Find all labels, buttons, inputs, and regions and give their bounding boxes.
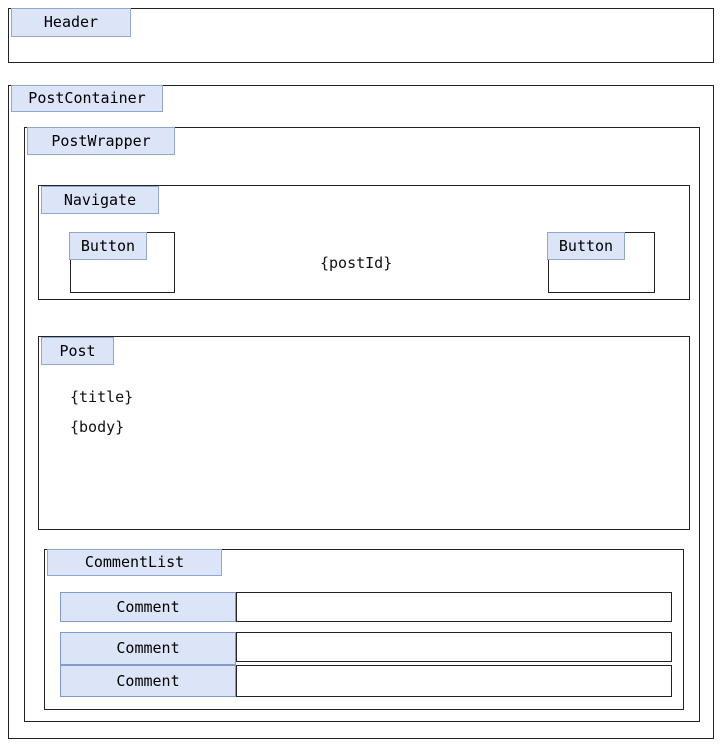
post-wrapper-label: PostWrapper xyxy=(27,127,175,155)
navigate-label: Navigate xyxy=(41,186,159,214)
header-label: Header xyxy=(11,8,131,37)
post-container-label: PostContainer xyxy=(11,85,163,112)
post-id-placeholder: {postId} xyxy=(320,254,393,272)
comment-field[interactable] xyxy=(236,632,672,662)
comment-list-label: CommentList xyxy=(47,549,222,576)
post-body-placeholder: {body} xyxy=(70,418,125,436)
comment-label[interactable]: Comment xyxy=(60,592,236,622)
comment-label[interactable]: Comment xyxy=(60,632,236,665)
post-box xyxy=(38,336,690,530)
next-button-label[interactable]: Button xyxy=(547,232,625,260)
prev-button-label[interactable]: Button xyxy=(69,232,147,260)
post-label: Post xyxy=(41,337,114,365)
comment-field[interactable] xyxy=(236,592,672,622)
comment-field[interactable] xyxy=(236,665,672,697)
post-title-placeholder: {title} xyxy=(70,388,134,406)
comment-label[interactable]: Comment xyxy=(60,665,236,697)
